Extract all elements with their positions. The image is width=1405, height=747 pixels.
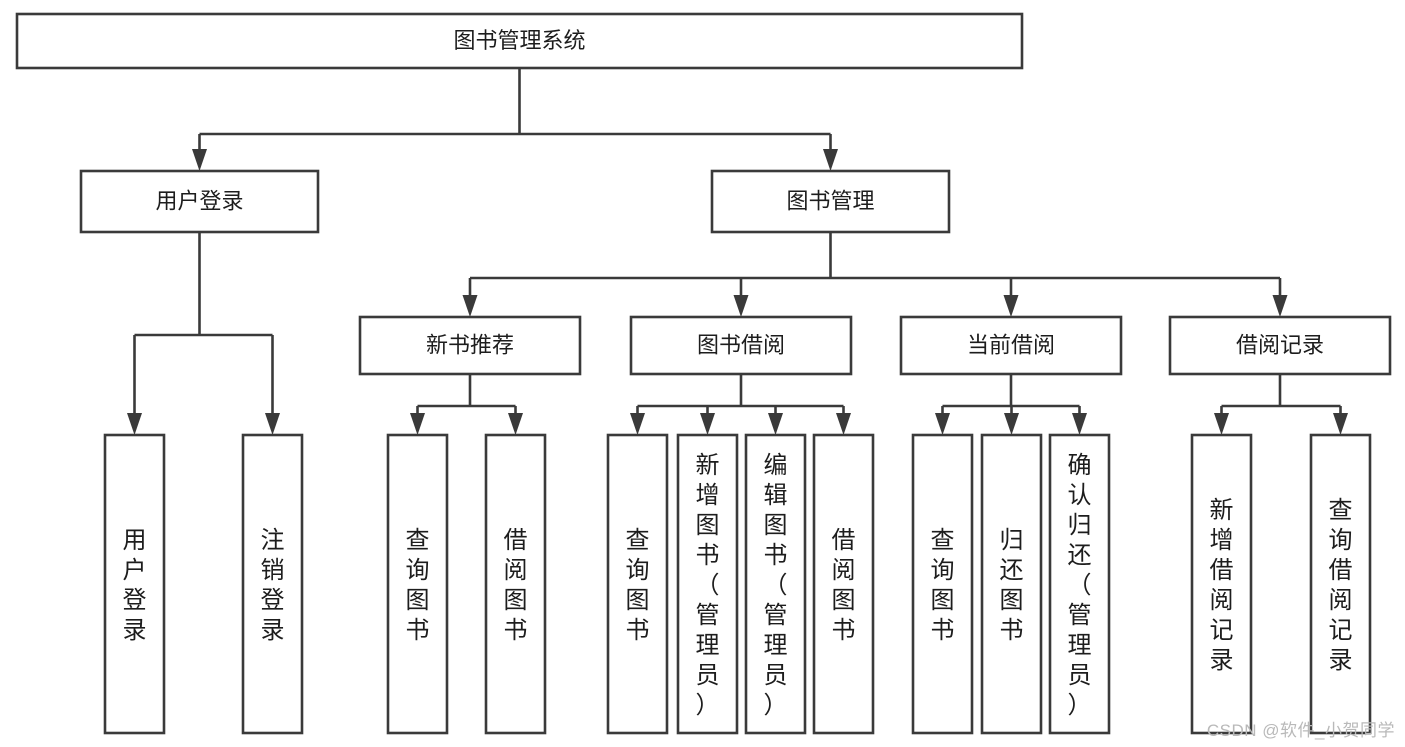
leaf-node-label-11: 新增借阅记录	[1210, 497, 1234, 674]
level3-node-2-rect[interactable]	[899, 315, 1123, 376]
leaf-node-label-2: 查询图书	[406, 527, 430, 644]
level3-node-label-1: 图书借阅	[697, 332, 785, 357]
leaf-node-label-1: 注销登录	[261, 527, 285, 644]
leaf-node-label-9: 归还图书	[1000, 527, 1024, 644]
leaf-node-10-rect[interactable]	[1048, 433, 1111, 735]
leaf-node-6-rect[interactable]	[744, 433, 807, 735]
level2-node-label-1: 图书管理	[786, 188, 874, 213]
leaf-node-0[interactable]: 用户登录	[103, 433, 166, 735]
leaf-node-5[interactable]: 新增图书（管理员）	[676, 433, 739, 735]
leaf-node-2[interactable]: 查询图书	[386, 433, 449, 735]
csdn-watermark: CSDN @软件_小贺同学	[1206, 721, 1395, 740]
leaf-node-label-10: 确认归还（管理员）	[1068, 452, 1092, 719]
leaf-node-12-rect[interactable]	[1309, 433, 1372, 735]
leaf-node-11-rect[interactable]	[1190, 433, 1253, 735]
leaf-node-label-12: 查询借阅记录	[1329, 497, 1353, 674]
root-node[interactable]: 图书管理系统	[15, 12, 1024, 70]
leaf-node-9-rect[interactable]	[980, 433, 1043, 735]
leaf-node-4-rect[interactable]	[606, 433, 669, 735]
leaf-node-5-rect[interactable]	[676, 433, 739, 735]
level2-node-1-rect[interactable]	[710, 169, 951, 234]
leaf-node-0-rect[interactable]	[103, 433, 166, 735]
level3-node-1-rect[interactable]	[629, 315, 853, 376]
level3-node-label-0: 新书推荐	[426, 332, 514, 357]
leaf-node-10[interactable]: 确认归还（管理员）	[1048, 433, 1111, 735]
leaf-node-label-3: 借阅图书	[504, 527, 528, 644]
leaf-node-4[interactable]: 查询图书	[606, 433, 669, 735]
level3-node-1[interactable]: 图书借阅	[629, 315, 853, 376]
level2-node-0[interactable]: 用户登录	[79, 169, 320, 234]
level3-node-0-rect[interactable]	[358, 315, 582, 376]
leaf-node-label-5: 新增图书（管理员）	[696, 452, 720, 719]
leaf-node-12[interactable]: 查询借阅记录	[1309, 433, 1372, 735]
level3-node-0[interactable]: 新书推荐	[358, 315, 582, 376]
level3-node-3-rect[interactable]	[1168, 315, 1392, 376]
level3-node-label-3: 借阅记录	[1236, 332, 1324, 357]
leaf-node-11[interactable]: 新增借阅记录	[1190, 433, 1253, 735]
level2-node-1[interactable]: 图书管理	[710, 169, 951, 234]
level2-node-label-0: 用户登录	[155, 188, 243, 213]
leaf-node-7-rect[interactable]	[812, 433, 875, 735]
level3-node-label-2: 当前借阅	[967, 332, 1055, 357]
leaf-node-7[interactable]: 借阅图书	[812, 433, 875, 735]
leaf-node-6[interactable]: 编辑图书（管理员）	[744, 433, 807, 735]
leaf-node-1[interactable]: 注销登录	[241, 433, 304, 735]
level3-node-2[interactable]: 当前借阅	[899, 315, 1123, 376]
leaf-node-label-8: 查询图书	[931, 527, 955, 644]
connector-lines	[127, 68, 1348, 435]
leaf-node-label-7: 借阅图书	[832, 527, 856, 644]
node-boxes: 图书管理系统用户登录图书管理新书推荐图书借阅当前借阅借阅记录用户登录注销登录查询…	[15, 12, 1392, 735]
leaf-node-label-4: 查询图书	[626, 527, 650, 644]
leaf-node-2-rect[interactable]	[386, 433, 449, 735]
leaf-node-label-6: 编辑图书（管理员）	[764, 452, 788, 719]
leaf-node-1-rect[interactable]	[241, 433, 304, 735]
leaf-node-9[interactable]: 归还图书	[980, 433, 1043, 735]
leaf-node-label-0: 用户登录	[123, 527, 147, 644]
leaf-node-8[interactable]: 查询图书	[911, 433, 974, 735]
root-node-rect[interactable]	[15, 12, 1024, 70]
root-node-label: 图书管理系统	[453, 28, 585, 53]
leaf-node-3[interactable]: 借阅图书	[484, 433, 547, 735]
level2-node-0-rect[interactable]	[79, 169, 320, 234]
leaf-node-3-rect[interactable]	[484, 433, 547, 735]
leaf-node-8-rect[interactable]	[911, 433, 974, 735]
level3-node-3[interactable]: 借阅记录	[1168, 315, 1392, 376]
